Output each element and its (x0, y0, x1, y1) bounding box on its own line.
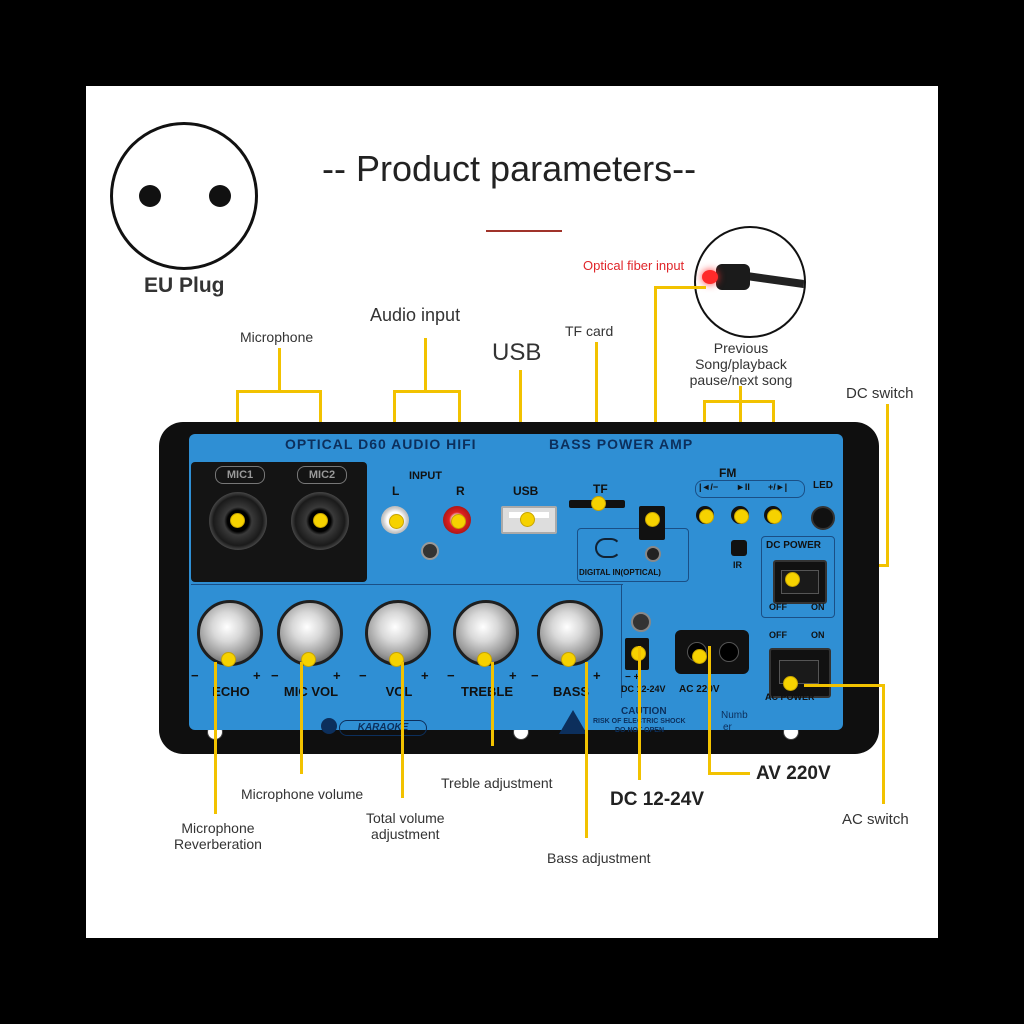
knob-plus: + (421, 668, 429, 683)
dc-off-text: OFF (769, 602, 787, 612)
ac-off-text: OFF (769, 630, 787, 640)
dc-power-switch[interactable] (773, 560, 827, 604)
knob-label: ECHO (212, 684, 250, 699)
ac-power-switch[interactable] (769, 648, 831, 698)
led-indicator (811, 506, 835, 530)
mic-reverb-label: Microphone Reverberation (174, 820, 262, 852)
knob-marker (301, 652, 316, 667)
ir-text: IR (733, 560, 742, 570)
knob-label: MIC VOL (283, 684, 339, 699)
knob-marker (221, 652, 236, 667)
dc-range-text: DC 12-24V (621, 684, 666, 694)
knob-plus: + (333, 668, 341, 683)
bass-label: Bass adjustment (547, 850, 651, 866)
ac-power-text: AC POWER (765, 692, 815, 702)
caution-icon (559, 710, 587, 734)
ac-range-text: AC 220V (679, 684, 720, 695)
caution-text: CAUTION (621, 706, 667, 717)
audio-input-label: Audio input (370, 305, 461, 325)
mic2-tag: MIC2 (297, 466, 347, 484)
btn-next-text: +/►| (768, 482, 788, 492)
dc-power-text: DC POWER (766, 540, 821, 551)
ac-on-text: ON (811, 630, 825, 640)
tf-card-label: TF card (565, 323, 614, 339)
knob-plus: + (509, 668, 517, 683)
btn-prev-text: |◄/− (699, 482, 719, 492)
cable-icon (595, 538, 621, 558)
header-right-text: BASS POWER AMP (549, 436, 694, 452)
karaoke-badge: KARAOKE (339, 720, 427, 736)
treble-label: Treble adjustment (441, 775, 553, 791)
dc-input-screw (631, 612, 651, 632)
page-title: -- Product parameters-- (322, 148, 697, 189)
header-left-text: OPTICAL D60 AUDIO HIFI (285, 436, 477, 452)
microphone-icon (321, 718, 337, 734)
knob-minus: − (271, 668, 279, 683)
digital-in-box (577, 528, 689, 582)
ac-input-socket[interactable] (675, 630, 749, 674)
usb-label: USB (492, 339, 542, 366)
knob-plus: + (253, 668, 261, 683)
dc-on-text: ON (811, 602, 825, 612)
dc-voltage-label: DC 12-24V (610, 789, 704, 810)
mic-volume-label: Microphone volume (241, 786, 364, 802)
total-volume-label: Total volume adjustment (366, 810, 445, 842)
usb-port-text: USB (513, 484, 539, 498)
knob-marker (477, 652, 492, 667)
knob-minus: − (531, 668, 539, 683)
input-r-text: R (456, 484, 465, 498)
optical-cable-icon (694, 226, 806, 338)
digital-in-text: DIGITAL IN(OPTICAL) (579, 568, 661, 577)
eu-plug-icon (110, 122, 258, 270)
knob-marker (389, 652, 404, 667)
prev-next-label: Previous Song/playback pause/next song (689, 340, 793, 388)
knob-treble[interactable] (453, 600, 519, 666)
ac-switch-label: AC switch (842, 811, 909, 828)
amplifier-panel: OPTICAL D60 AUDIO HIFI BASS POWER AMP MI… (159, 422, 879, 754)
fm-button-box (695, 480, 805, 498)
er-text: er (723, 722, 732, 733)
mic1-tag: MIC1 (215, 466, 265, 484)
title-underline (486, 230, 562, 232)
knob-marker (561, 652, 576, 667)
microphone-label: Microphone (240, 329, 314, 345)
knob-minus: − (191, 668, 199, 683)
optical-fiber-label: Optical fiber input (583, 258, 685, 273)
knob-label: VOL (385, 684, 413, 699)
ac-voltage-label: AV 220V (756, 763, 831, 784)
optical-port-screw (645, 546, 661, 562)
input-text: INPUT (409, 470, 442, 482)
led-text: LED (813, 480, 833, 491)
fm-text: FM (719, 466, 737, 480)
dc-minus-plus: − + (625, 672, 640, 683)
numb-text: Numb (721, 710, 748, 721)
ir-receiver (731, 540, 747, 556)
eu-plug-label: EU Plug (144, 274, 225, 297)
screw-icon (421, 542, 439, 560)
product-parameters-card: -- Product parameters-- EU Plug Optical … (86, 86, 938, 938)
knob-plus: + (593, 668, 601, 683)
knob-label: BASS (552, 684, 590, 699)
knob-minus: − (447, 668, 455, 683)
tf-slot-text: TF (593, 482, 608, 496)
btn-play-text: ►II (736, 482, 750, 492)
knob-label: TREBLE (461, 684, 513, 699)
dc-switch-label: DC switch (846, 385, 914, 402)
input-l-text: L (392, 484, 400, 498)
knob-minus: − (359, 668, 367, 683)
dc-power-box (761, 536, 835, 618)
